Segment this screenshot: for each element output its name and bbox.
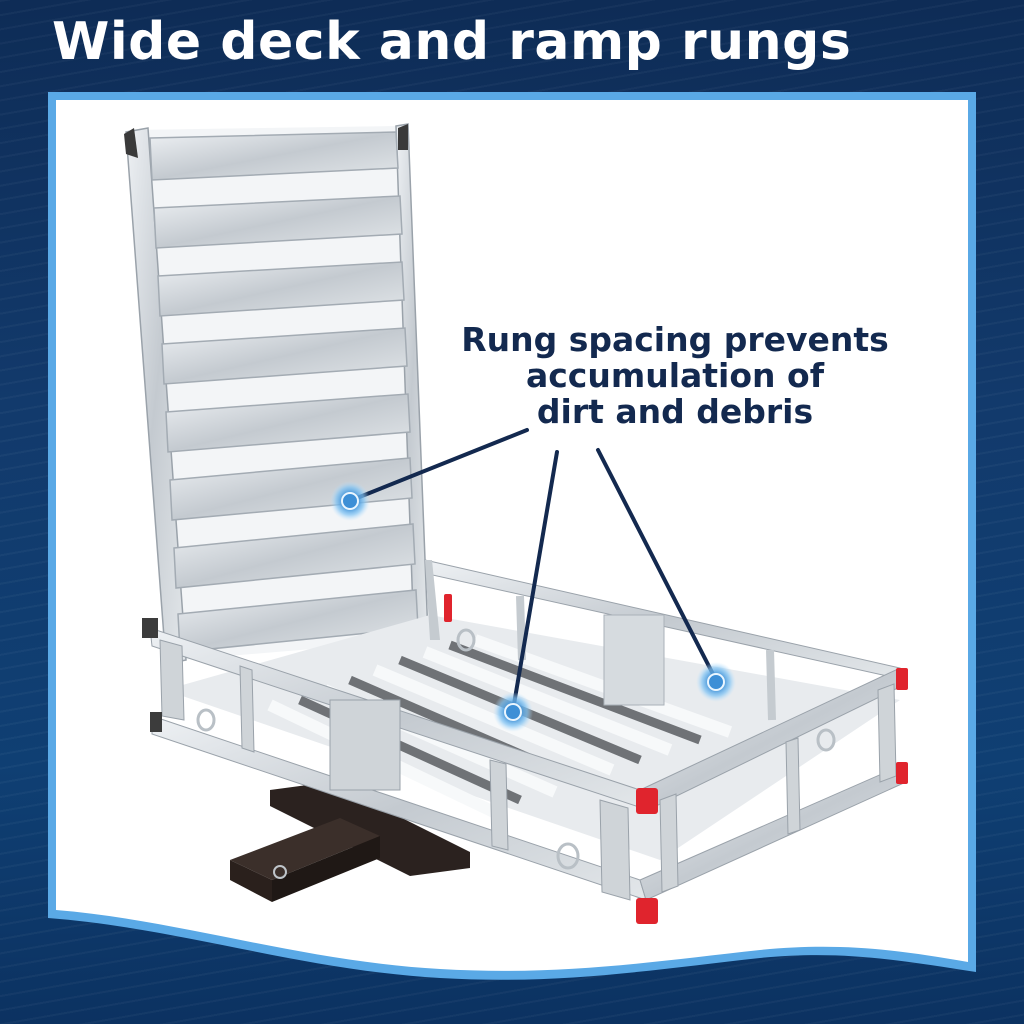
callout-dot-icon — [696, 662, 736, 702]
callout-dot-icon — [493, 692, 533, 732]
callout-line-3: dirt and debris — [536, 392, 814, 431]
hitch-bar — [230, 782, 470, 902]
callout-line-1: Rung spacing prevents — [461, 320, 889, 359]
callout-dot-icon — [330, 481, 370, 521]
callout-lines — [350, 428, 718, 712]
callout-text: Rung spacing prevents accumulation of di… — [440, 322, 910, 430]
callout-line-2: accumulation of — [525, 356, 825, 395]
ramp-rungs — [149, 131, 419, 653]
page-title: Wide deck and ramp rungs — [52, 12, 852, 72]
ramp — [124, 123, 429, 665]
reflectors — [444, 594, 908, 924]
